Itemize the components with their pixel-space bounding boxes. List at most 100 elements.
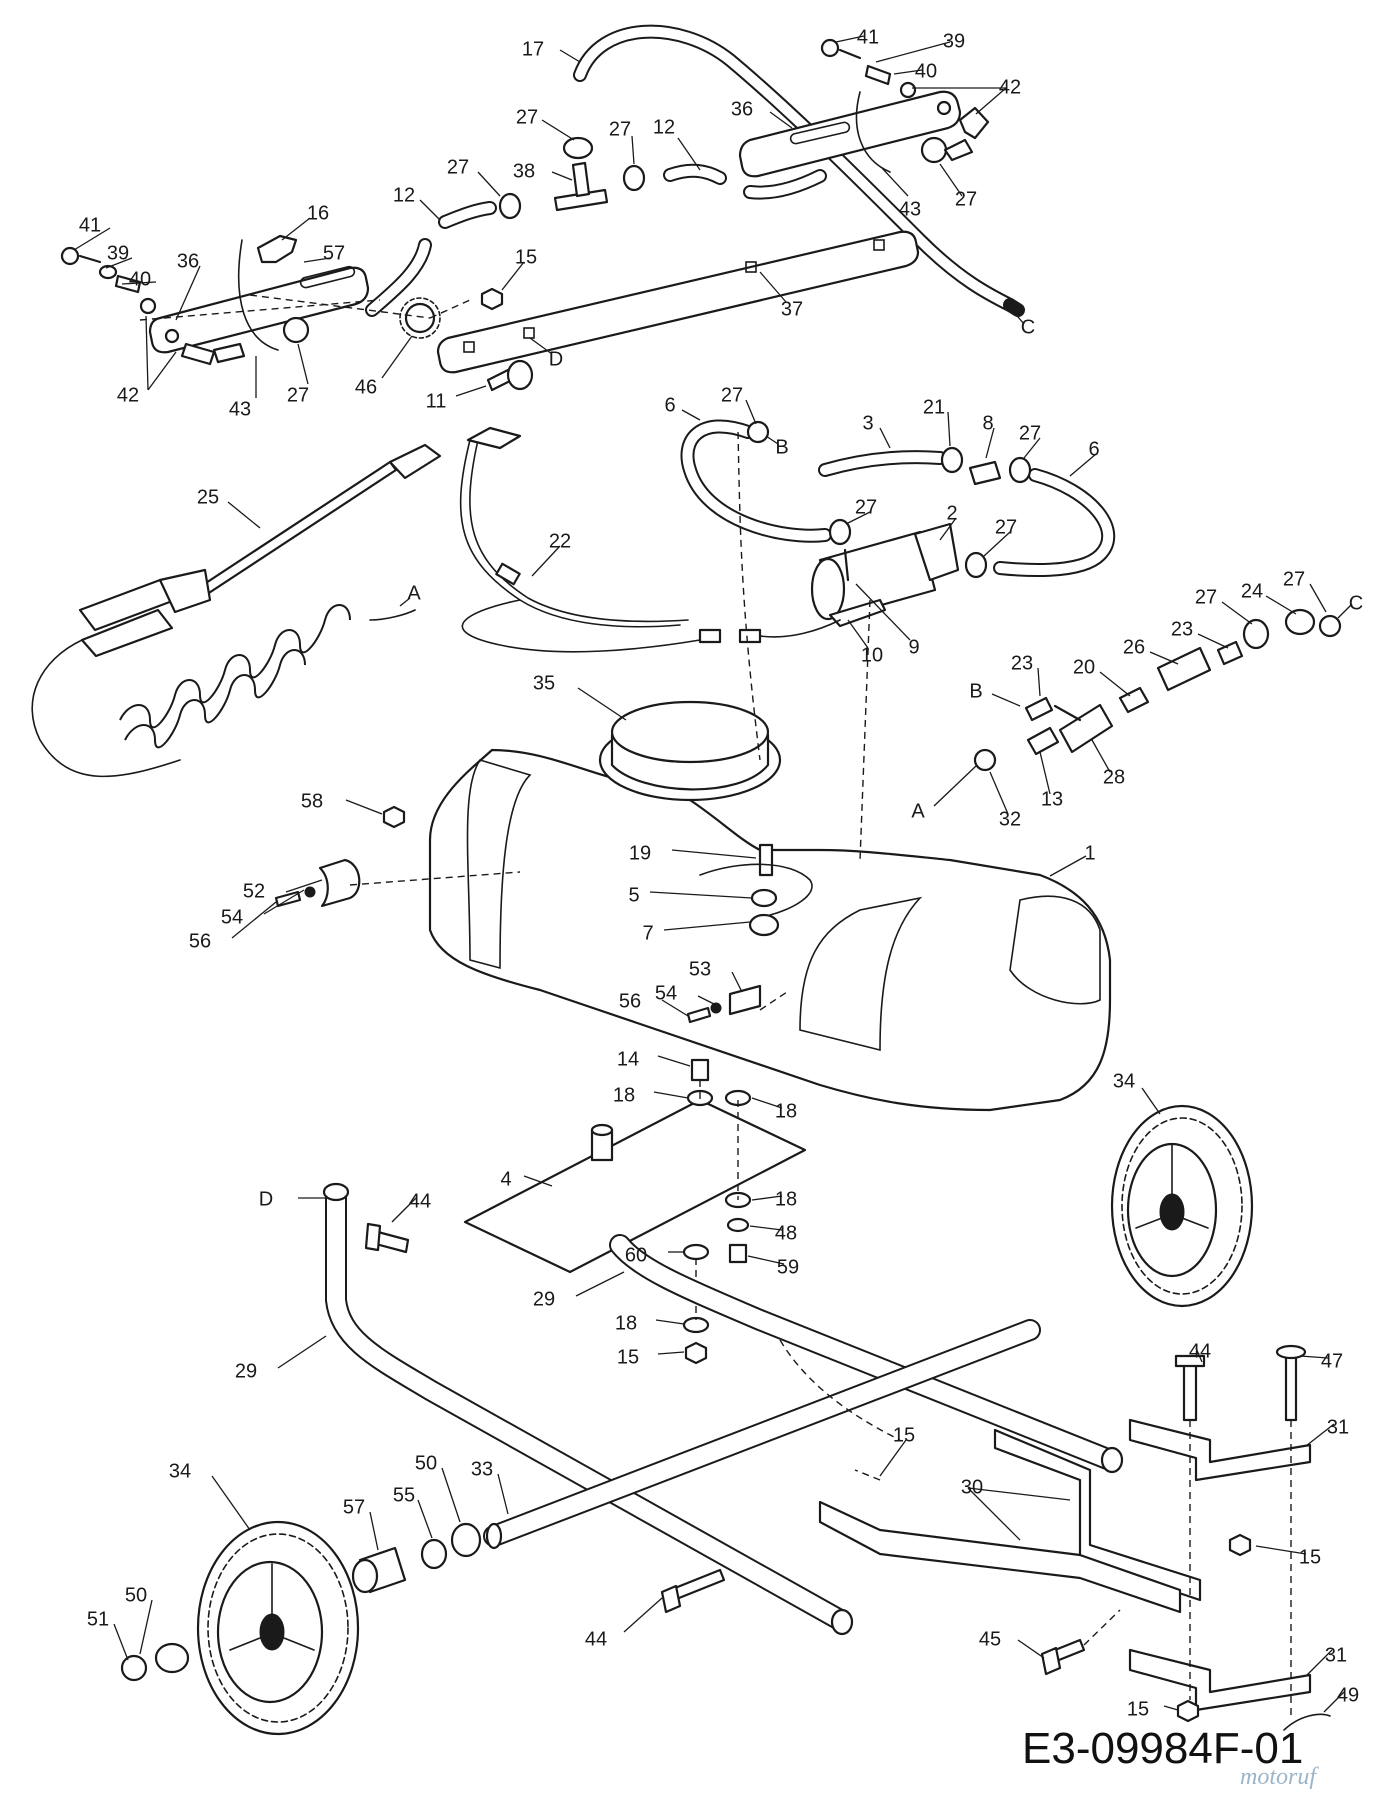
callout-label: B <box>775 436 788 458</box>
coil-hose <box>31 604 416 778</box>
callout-label: 27 <box>955 188 977 210</box>
callout-label: 31 <box>1325 1644 1347 1666</box>
bolts-44-45-47 <box>364 1222 1331 1731</box>
callout-label: 19 <box>629 842 651 864</box>
callout-label: B <box>969 680 982 702</box>
callout-label: 15 <box>617 1346 639 1368</box>
callout-label: 60 <box>625 1244 647 1266</box>
callout-label: 27 <box>516 106 538 128</box>
boom-hose-17 <box>573 24 1017 312</box>
callout-label: 29 <box>533 1288 555 1310</box>
hose-segments-12 <box>365 163 827 317</box>
callout-label: 27 <box>855 496 877 518</box>
callout-label: 10 <box>861 644 883 666</box>
callout-label: C <box>1021 316 1035 338</box>
callout-label: 12 <box>393 184 415 206</box>
callout-label: 43 <box>229 398 251 420</box>
assembly-guides <box>139 294 901 1441</box>
wheel-right-34 <box>1110 1104 1254 1308</box>
check-valve-8 <box>968 460 1002 486</box>
callout-label: 4 <box>500 1168 511 1190</box>
callout-label: 44 <box>409 1190 431 1212</box>
axle-33 <box>483 1319 1041 1550</box>
callout-label: 54 <box>221 906 243 928</box>
tee-fitting-38 <box>553 161 609 212</box>
tee-fitting-28 <box>1053 703 1114 754</box>
gear-46 <box>399 297 441 339</box>
callout-label: 37 <box>781 298 803 320</box>
callout-label: 2 <box>946 502 957 524</box>
callout-label: 55 <box>393 1484 415 1506</box>
callout-label: C <box>1349 592 1363 614</box>
spray-wand-25 <box>78 443 442 658</box>
hose-6-right <box>993 468 1116 578</box>
callout-label: 52 <box>243 880 265 902</box>
callout-label: 59 <box>777 1256 799 1278</box>
callout-label: 23 <box>1011 652 1033 674</box>
hose-3 <box>818 450 947 477</box>
callout-label: 56 <box>619 990 641 1012</box>
callout-label: D <box>259 1188 273 1210</box>
callout-label: 45 <box>979 1628 1001 1650</box>
callout-label: 47 <box>1321 1350 1343 1372</box>
boom-arm-right-36 <box>738 90 962 178</box>
callout-label: 53 <box>689 958 711 980</box>
boom-bar-37 <box>436 230 920 374</box>
callout-label: 27 <box>609 118 631 140</box>
callout-label: 57 <box>343 1496 365 1518</box>
nozzle-left-42 <box>180 342 246 366</box>
callout-label: 5 <box>628 884 639 906</box>
callout-label: 50 <box>125 1584 147 1606</box>
callout-label: 40 <box>129 268 151 290</box>
callout-label: 27 <box>447 156 469 178</box>
callout-label: 1 <box>1084 842 1095 864</box>
callout-label: 24 <box>1241 580 1263 602</box>
callout-label: 35 <box>533 672 555 694</box>
callout-label: 27 <box>287 384 309 406</box>
callout-label: 6 <box>1088 438 1099 460</box>
callout-label: 6 <box>664 394 675 416</box>
callout-label: 18 <box>775 1188 797 1210</box>
bracket-53-screws-54-56 <box>686 984 762 1024</box>
callout-label: 51 <box>87 1608 109 1630</box>
callout-label: 41 <box>79 214 101 236</box>
callout-label: 57 <box>323 242 345 264</box>
hitch-plates-31 <box>1128 1418 1312 1712</box>
callout-label: 44 <box>1189 1340 1211 1362</box>
nut-58 <box>382 805 406 829</box>
callout-label: 31 <box>1327 1416 1349 1438</box>
callout-label: 3 <box>862 412 873 434</box>
callout-label: 18 <box>613 1084 635 1106</box>
leader-lines <box>73 35 1353 1713</box>
mounting-plate-4 <box>463 1098 807 1274</box>
callout-label: 14 <box>617 1048 639 1070</box>
watermark-logo: motoruf <box>1240 1764 1317 1790</box>
callout-label: 15 <box>515 246 537 268</box>
callout-label: 8 <box>982 412 993 434</box>
bolt-11 <box>486 359 534 392</box>
callout-label: A <box>407 582 421 604</box>
callout-label: 23 <box>1171 618 1193 640</box>
callout-label: 34 <box>1113 1070 1135 1092</box>
bolts-washers-14-18-48-59-60 <box>682 1058 752 1365</box>
nut-15-top <box>480 287 504 311</box>
bolt-set-right-39-40-41 <box>820 38 917 99</box>
callout-label: 25 <box>197 486 219 508</box>
callout-label: 54 <box>655 982 677 1004</box>
callout-label: 32 <box>999 808 1021 830</box>
frame-29 <box>322 1182 1124 1636</box>
clamps-27-pump <box>746 420 1032 579</box>
tank-cap-35 <box>598 700 782 802</box>
callout-label: 34 <box>169 1460 191 1482</box>
wiring-harness-22 <box>459 426 841 653</box>
callout-label: 17 <box>522 38 544 60</box>
hose-43 <box>237 91 891 351</box>
reference-code: E3-09984F-01 <box>1022 1724 1304 1773</box>
callout-label: 27 <box>1019 422 1041 444</box>
callout-label: 29 <box>235 1360 257 1382</box>
hose-6-left <box>680 419 832 543</box>
callout-label: 15 <box>893 1424 915 1446</box>
callout-label: A <box>911 800 925 822</box>
hose-clamps-27 <box>282 136 948 344</box>
callout-label: 9 <box>908 636 919 658</box>
